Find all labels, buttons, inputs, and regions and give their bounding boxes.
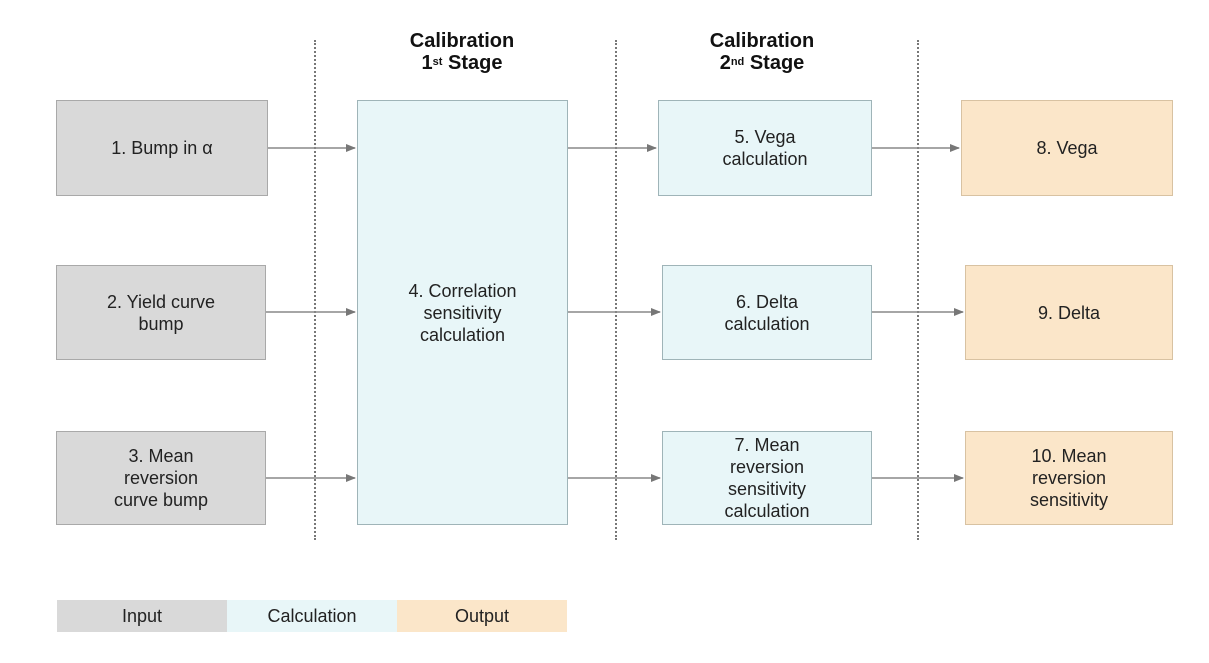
legend: Input Calculation Output bbox=[57, 600, 567, 632]
stage1-number: 1 bbox=[421, 52, 433, 74]
stage2-ordinal: nd bbox=[730, 56, 745, 68]
input-label-bump-alpha: 1. Bump in α bbox=[111, 138, 213, 158]
stage1-word: Stage bbox=[448, 52, 503, 74]
delta-calc-label: 6. Delta calculation bbox=[724, 291, 810, 334]
stage1-header-line1: Calibration bbox=[409, 30, 515, 52]
separator-line-2 bbox=[615, 40, 617, 540]
stage2-header-line2: 2nd Stage bbox=[662, 52, 862, 74]
input-label-yield-curve-bump: 2. Yield curve bump bbox=[106, 291, 216, 334]
output-box-delta: 9. Delta bbox=[965, 265, 1173, 360]
mean-reversion-calc-box: 7. Mean reversion sensitivity calculatio… bbox=[662, 431, 872, 525]
vega-calc-box: 5. Vega calculation bbox=[658, 100, 872, 196]
input-label-mean-reversion-bump: 3. Mean reversion curve bump bbox=[113, 446, 209, 510]
legend-calculation-label: Calculation bbox=[267, 605, 357, 626]
legend-input-label: Input bbox=[121, 605, 163, 626]
stage1-header: Calibration 1st Stage bbox=[362, 30, 562, 74]
separator-line-1 bbox=[314, 40, 316, 540]
delta-calc-box: 6. Delta calculation bbox=[662, 265, 872, 360]
stage1-header-line2: 1st Stage bbox=[362, 52, 562, 74]
legend-output-label: Output bbox=[454, 605, 510, 626]
vega-calc-label: 5. Vega calculation bbox=[722, 127, 808, 169]
legend-output: Output bbox=[397, 600, 567, 632]
output-box-mean-reversion-sensitivity: 10. Mean reversion sensitivity bbox=[965, 431, 1173, 525]
output-label-vega: 8. Vega bbox=[1036, 138, 1098, 158]
stage2-number: 2 bbox=[719, 52, 731, 74]
correlation-calc-box: 4. Correlation sensitivity calculation bbox=[357, 100, 568, 525]
correlation-calc-label: 4. Correlation sensitivity calculation bbox=[408, 280, 517, 345]
legend-calculation: Calculation bbox=[227, 600, 397, 632]
input-box-yield-curve-bump: 2. Yield curve bump bbox=[56, 265, 266, 360]
output-box-vega: 8. Vega bbox=[961, 100, 1173, 196]
output-label-delta: 9. Delta bbox=[1037, 302, 1101, 323]
input-box-bump-alpha: 1. Bump in α bbox=[56, 100, 268, 196]
separator-line-3 bbox=[917, 40, 919, 540]
output-label-mean-reversion-sensitivity: 10. Mean reversion sensitivity bbox=[1029, 446, 1109, 510]
input-box-mean-reversion-bump: 3. Mean reversion curve bump bbox=[56, 431, 266, 525]
stage2-header-line1: Calibration bbox=[709, 30, 815, 52]
legend-input: Input bbox=[57, 600, 227, 632]
stage2-header: Calibration 2nd Stage bbox=[662, 30, 862, 74]
mean-reversion-calc-label: 7. Mean reversion sensitivity calculatio… bbox=[724, 435, 810, 521]
stage1-ordinal: st bbox=[432, 56, 443, 68]
stage2-word: Stage bbox=[749, 52, 805, 74]
